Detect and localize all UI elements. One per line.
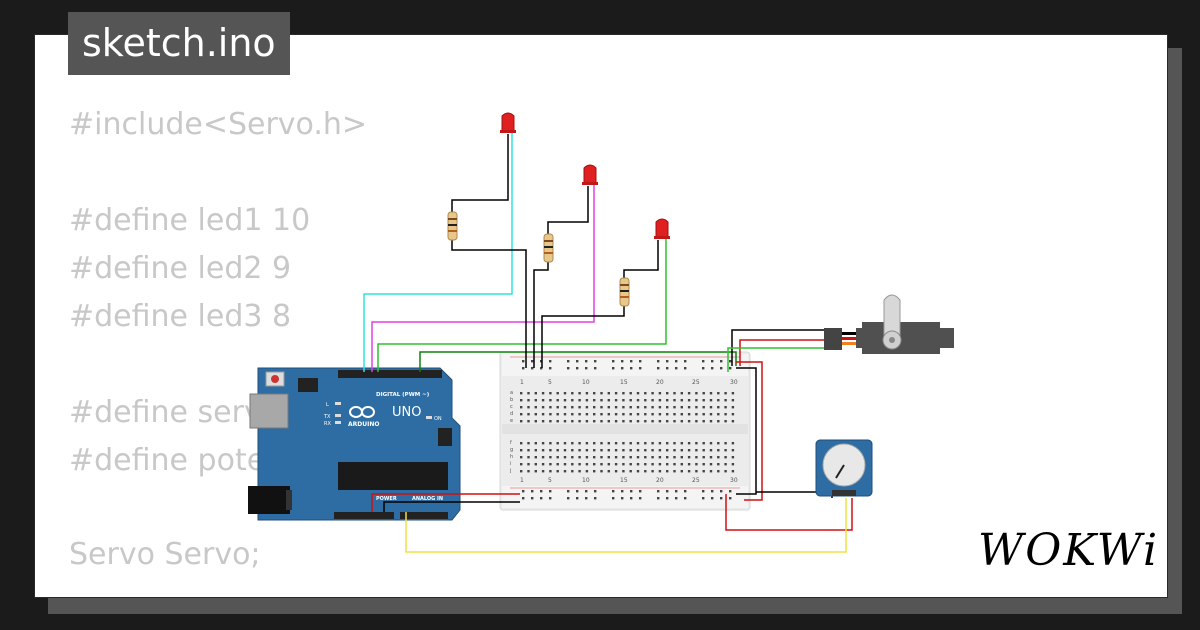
uno-logo: UNO: [392, 405, 421, 420]
bb-col-15: 15: [620, 379, 628, 386]
code-line-5: #define led3 8: [69, 299, 292, 334]
usb-port: [249, 393, 289, 429]
atmega-chip: [338, 462, 448, 490]
bb-col-30-bottom: 30: [730, 477, 738, 484]
servo-motor[interactable]: [824, 294, 954, 354]
power-label: POWER: [376, 496, 397, 502]
wire-bb-rail-red: [736, 361, 763, 501]
led-1[interactable]: [500, 112, 516, 133]
wire-bb-rail-black: [736, 367, 757, 495]
bb-col-25-bottom: 25: [692, 477, 700, 484]
bb-row-f: f: [510, 440, 512, 446]
wokwi-logo: WOKWi: [978, 525, 1160, 576]
bb-row-c: c: [510, 404, 513, 410]
bb-row-g: g: [510, 447, 513, 453]
bb-col-10: 10: [582, 379, 590, 386]
wire-servo-signal: [727, 347, 824, 372]
bb-row-d: d: [510, 411, 513, 417]
breadboard: 1 5 10 15 20 25 30 1 5 10 15 20 25 30 a …: [499, 351, 751, 511]
wire-led3-gnd: [623, 240, 659, 280]
wire-led1-gnd: [451, 134, 509, 214]
bb-col-30: 30: [730, 379, 738, 386]
wire-res1-bb: [451, 240, 527, 368]
wire-servo-vcc: [739, 339, 824, 366]
arduino-brand: ARDUINO: [348, 421, 379, 428]
bb-col-1-bottom: 1: [520, 477, 524, 484]
resistor-2[interactable]: [543, 233, 554, 263]
wire-pot-vcc: [725, 494, 853, 531]
bb-col-1: 1: [520, 379, 524, 386]
led-3[interactable]: [654, 218, 670, 239]
code-line-8: #define pote: [69, 443, 266, 478]
code-line-3: #define led1 10: [69, 203, 311, 238]
wire-res2-bb: [533, 262, 549, 368]
arduino-uno-board[interactable]: DIGITAL (PWM ~) UNO ARDUINO L TX RX ON P…: [248, 367, 461, 521]
on-label: ON: [434, 416, 442, 422]
led-2[interactable]: [582, 164, 598, 185]
bb-col-5: 5: [548, 379, 552, 386]
breadboard-holes: [520, 360, 735, 500]
wire-led3-signal: [377, 238, 667, 372]
wire-led2-signal: [371, 184, 595, 372]
power-jack: [248, 486, 290, 514]
wire-gnd-green: [419, 351, 737, 372]
bb-col-15-bottom: 15: [620, 477, 628, 484]
bb-row-a: a: [510, 390, 513, 396]
analog-label: ANALOG IN: [412, 496, 443, 502]
digital-header: [338, 370, 442, 378]
wire-pot-signal: [405, 498, 847, 553]
analog-header: [400, 512, 448, 519]
power-header: [334, 512, 394, 519]
bb-col-5-bottom: 5: [548, 477, 552, 484]
icsp-header: [298, 378, 318, 392]
code-line-7: #define servo: [69, 395, 281, 430]
resistor-3[interactable]: [619, 277, 630, 307]
bb-row-h: h: [510, 454, 513, 460]
bb-row-i: i: [510, 461, 511, 467]
wire-servo-gnd: [731, 329, 824, 366]
code-line-1: #include<Servo.h>: [69, 107, 368, 142]
bb-col-25: 25: [692, 379, 700, 386]
digital-label: DIGITAL (PWM ~): [376, 392, 430, 398]
arduino-infinity-icon: [349, 406, 375, 418]
resistor-1[interactable]: [447, 211, 458, 241]
wire-led2-gnd: [547, 186, 589, 236]
wire-led1-signal: [363, 132, 513, 372]
bb-row-j: j: [509, 468, 511, 474]
rx-label: RX: [324, 421, 331, 427]
potentiometer[interactable]: [815, 439, 873, 497]
code-line-10: Servo Servo;: [69, 537, 261, 572]
wire-res3-bb: [541, 306, 625, 368]
wires: [363, 132, 853, 553]
breadboard-labels: 1 5 10 15 20 25 30 1 5 10 15 20 25 30 a …: [509, 379, 738, 484]
bb-col-20: 20: [656, 379, 664, 386]
bb-row-b: b: [510, 397, 513, 403]
code-line-4: #define led2 9: [69, 251, 292, 286]
bb-row-e: e: [510, 418, 513, 424]
bb-col-20-bottom: 20: [656, 477, 664, 484]
wire-5v: [371, 493, 520, 512]
tx-label: TX: [323, 414, 331, 420]
filename-tab[interactable]: sketch.ino: [68, 12, 290, 75]
led-l-label: L: [326, 402, 329, 408]
bb-col-10-bottom: 10: [582, 477, 590, 484]
wire-gnd: [383, 501, 520, 512]
